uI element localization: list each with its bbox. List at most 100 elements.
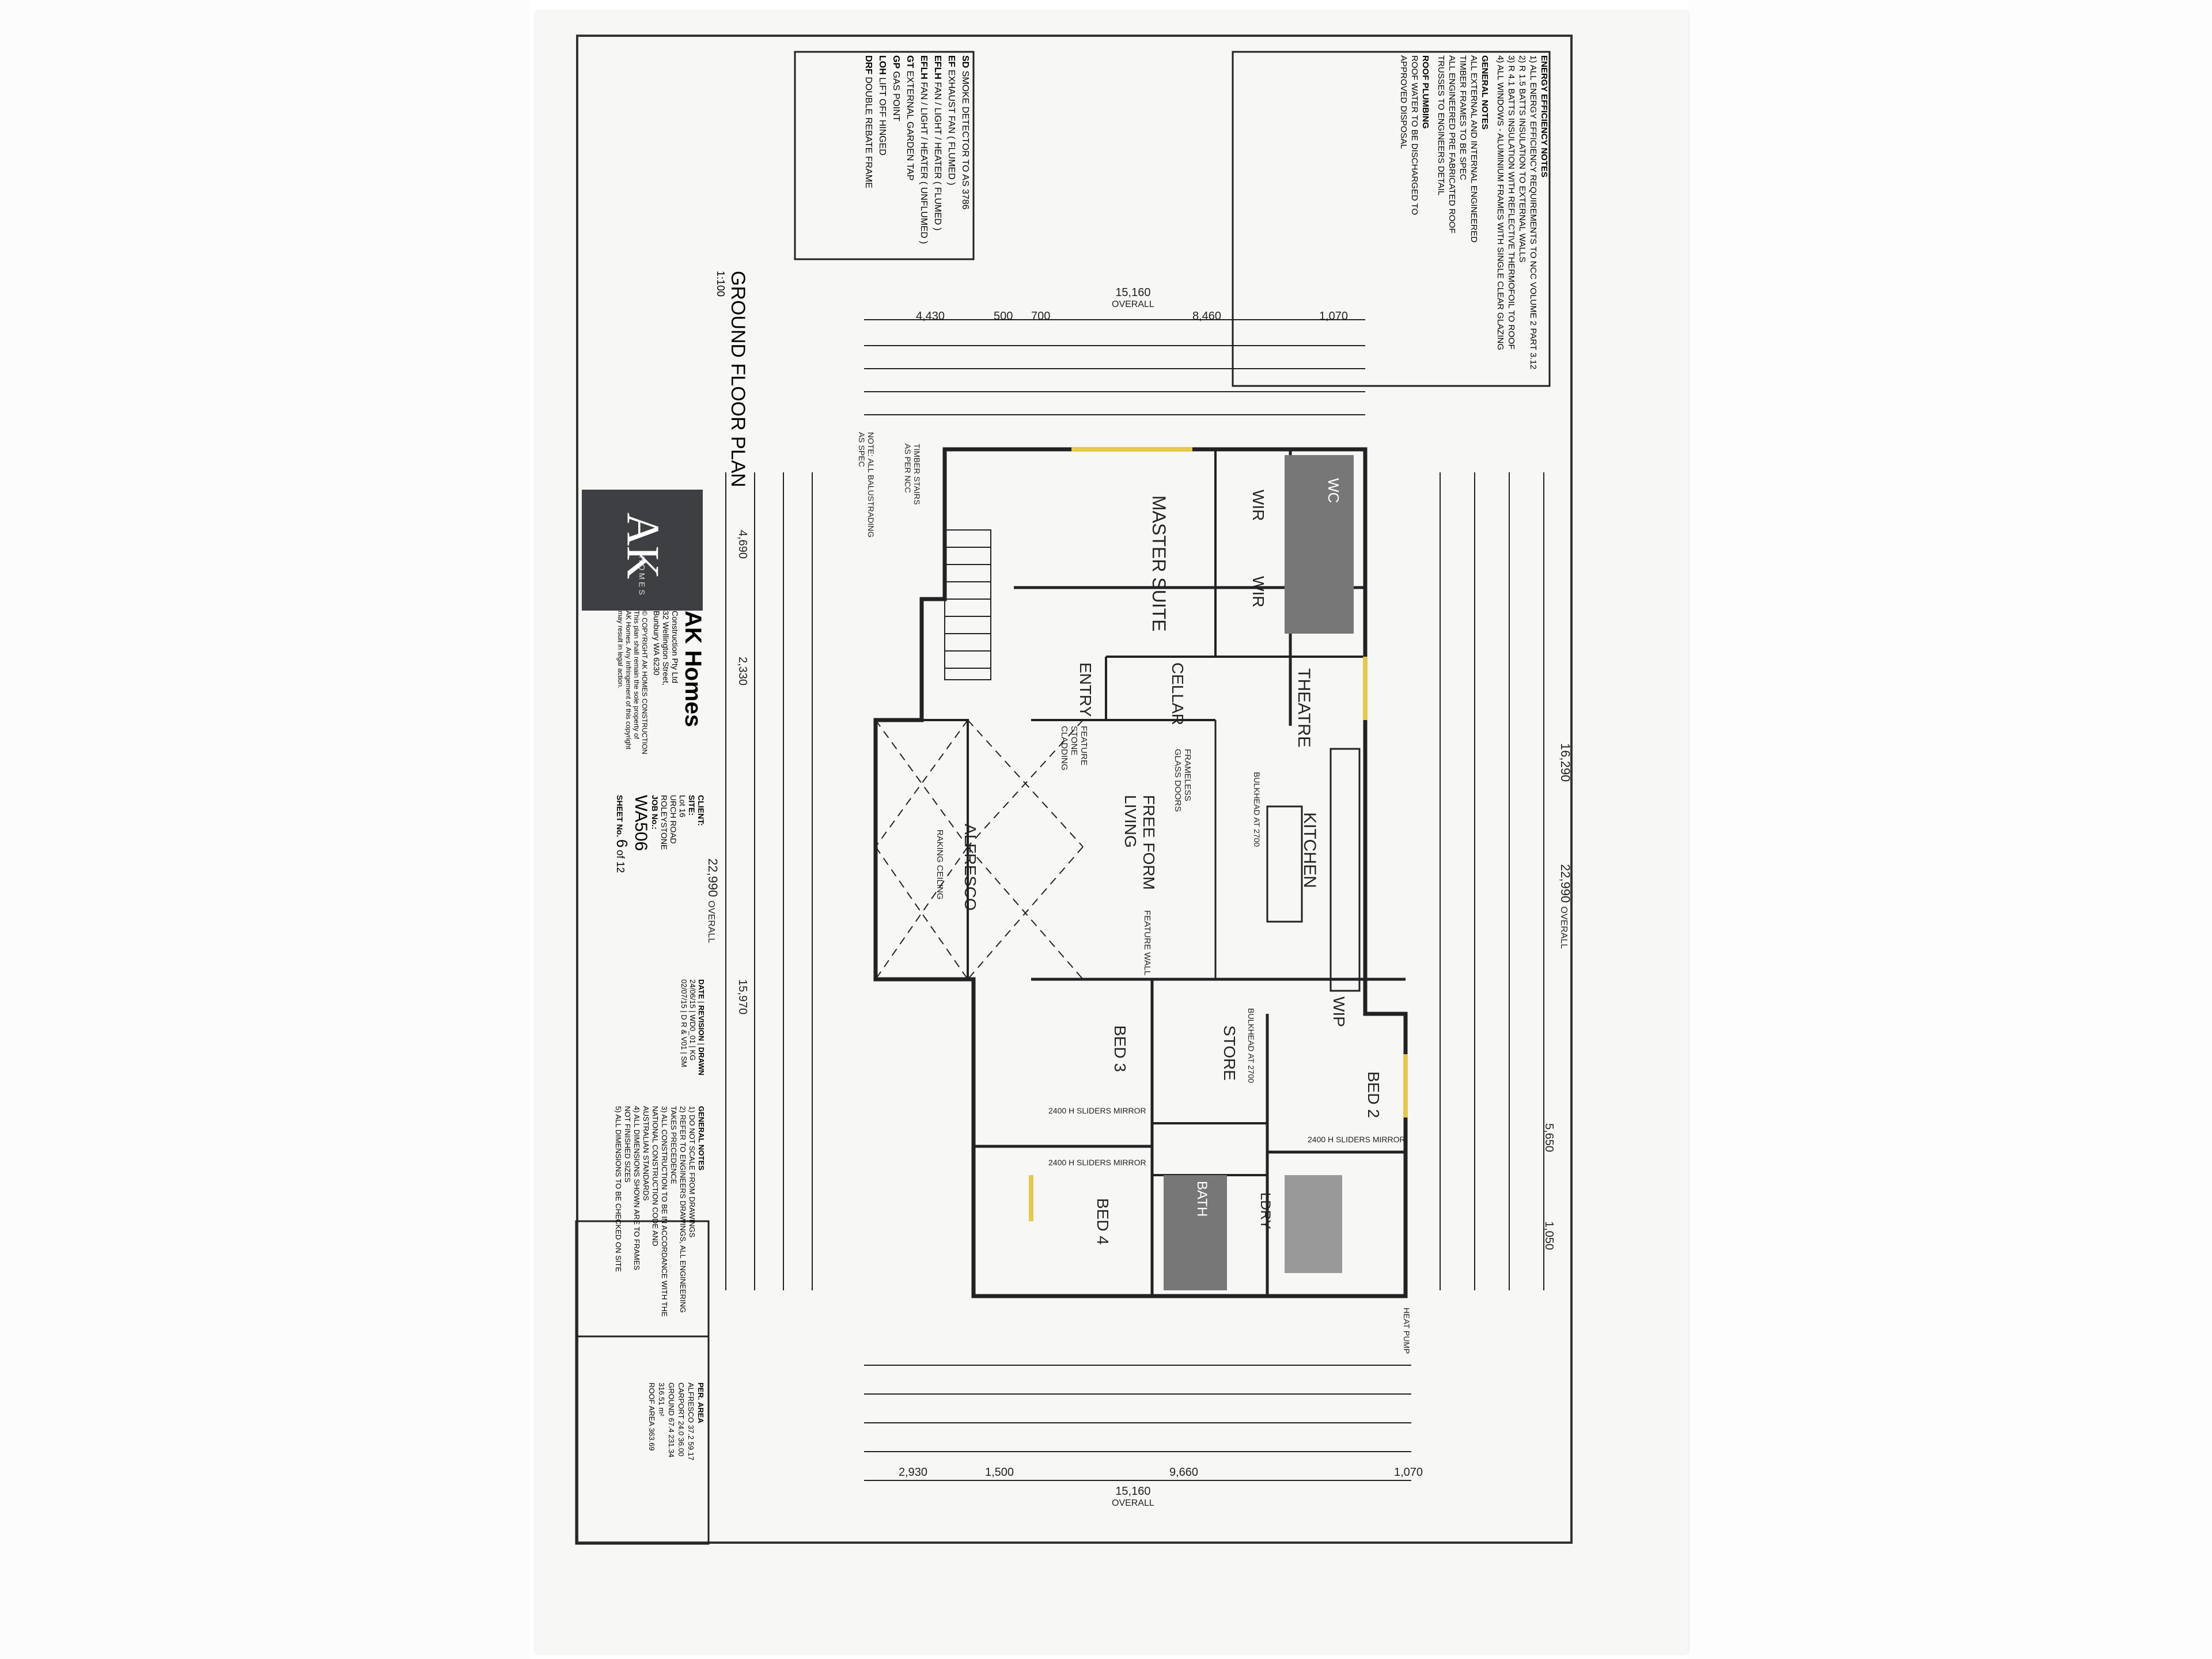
raking-ceiling-lines — [875, 719, 1084, 980]
dim-bottom-seg: 2,930 — [899, 1466, 928, 1479]
room-label-entry: ENTRY — [1077, 662, 1094, 717]
legend-item: EFLH FAN / LIGHT / HEATER ( UNFLUMED ) — [919, 55, 929, 244]
copyright-line: This plan shall remain the sole property… — [632, 611, 641, 739]
general-notes-heading: GENERAL NOTES — [697, 1106, 706, 1171]
spec-heading: ENERGY EFFICIENCY NOTES — [1539, 55, 1549, 177]
room-label-bath: BATH — [1194, 1181, 1210, 1217]
right-dimension-lines — [1440, 472, 1544, 1290]
general-note-line: 3) ALL CONSTRUCTION TO BE IN ACCORDANCE … — [660, 1106, 669, 1317]
dim-left-seg: 4,690 — [736, 530, 749, 559]
note-frameless-glass: FRAMELESS GLASS DOORS — [1173, 749, 1192, 812]
spec-line: ROOF WATER TO BE DISCHARGED TO — [1410, 55, 1419, 215]
note-sliders-bed3: 2400 H SLIDERS MIRROR — [1048, 1106, 1146, 1115]
room-label-alfresco: ALFRESCO — [961, 824, 979, 911]
room-label-bed-3: BED 3 — [1111, 1025, 1129, 1072]
spec-general-heading: GENERAL NOTES — [1480, 55, 1490, 130]
note-sliders-bed2: 2400 H SLIDERS MIRROR — [1308, 1135, 1406, 1144]
general-note-line: 5) ALL DIMENSIONS TO BE CHECKED ON SITE — [614, 1106, 623, 1272]
sheet-of: of 12 — [615, 850, 626, 873]
top-dimension-lines — [864, 319, 1365, 415]
note-sliders-bed4: 2400 H SLIDERS MIRROR — [1048, 1158, 1146, 1167]
general-note-line: 4) ALL DIMENSIONS SHOWN ARE TO FRAMES — [632, 1106, 641, 1271]
spec-line: 2) R 1.5 BATTS INSULATION TO EXTERNAL WA… — [1517, 55, 1527, 263]
dim-left-seg: 15,970 — [736, 979, 749, 1015]
spec-line: 1) ALL ENERGY EFFICIENCY REQUIREMENTS TO… — [1528, 55, 1538, 370]
sheet-number: 6 — [613, 839, 631, 848]
note-feature-stone: FEATURE STONE CLADDING — [1059, 726, 1089, 771]
general-note-line: 1) DO NOT SCALE FROM DRAWINGS — [688, 1106, 696, 1238]
bottom-dimension-lines — [864, 1365, 1411, 1481]
note-heat-pump: HEAT PUMP — [1402, 1308, 1411, 1354]
legend-item: EF EXHAUST FAN ( FLUMED ) — [946, 55, 956, 185]
room-label-wir: WIR — [1249, 576, 1267, 608]
area-row: CARPORT 24.0 36.00 — [677, 1382, 685, 1457]
note-balustrading: NOTE: ALL BALUSTRADING AS SPEC — [857, 432, 876, 538]
ensuite-fill — [1285, 455, 1354, 634]
spec-roof-heading: ROOF PLUMBING — [1421, 55, 1430, 129]
legend-item: DRF DOUBLE REBATE FRAME — [863, 55, 873, 188]
company-info: AK Homes Construction Pty Ltd 32 Welling… — [579, 611, 706, 818]
spec-line: ALL EXTERNAL AND INTERNAL ENGINEERED — [1469, 55, 1479, 243]
general-note-line: AUSTRALIAN STANDARDS — [642, 1106, 650, 1201]
note-feature-wall: FEATURE WALL — [1142, 910, 1152, 976]
dim-top-seg: 500 — [994, 310, 1013, 323]
area-row: 316.51 m² — [657, 1382, 666, 1416]
dim-top-overall: 15,160 OVERALL — [1112, 286, 1154, 309]
stairs — [944, 529, 991, 680]
site-label: SITE: — [687, 795, 696, 816]
room-label-wip: WIP — [1330, 997, 1348, 1027]
dim-left-seg: 2,330 — [736, 657, 749, 686]
company-name: AK Homes — [680, 611, 706, 728]
background-right — [1688, 0, 2212, 1659]
drawing-title: GROUND FLOOR PLAN 1:100 — [715, 271, 749, 487]
dim-right-overall-2: 22,990 OVERALL — [1558, 864, 1573, 949]
dim-bottom-seg: 9,660 — [1169, 1466, 1199, 1479]
legend-item: LOH LIFT OFF HINGED — [877, 55, 887, 156]
copyright-line: may result in legal action. — [616, 611, 624, 689]
room-label-store: STORE — [1221, 1025, 1238, 1081]
drawing-sheet — [536, 12, 1688, 1653]
legend-table: SD SMOKE DETECTOR TO AS 3786 EF EXHAUST … — [801, 55, 974, 257]
general-note-line: NOT FINISHED SIZES — [623, 1106, 632, 1183]
note-bulkhead: BULKHEAD AT 2700 — [1247, 1008, 1256, 1084]
drawing-scale: 1:100 — [715, 271, 726, 297]
spec-line: APPROVED DISPOSAL — [1399, 55, 1408, 149]
room-label-cellar: CELLAR — [1169, 662, 1187, 725]
room-label-ldry: LDRY — [1257, 1192, 1273, 1229]
dim-top-seg: 700 — [1031, 310, 1051, 323]
revision-row: 24/06/15 | WD0_01 | KG — [688, 979, 697, 1061]
dim-left-overall: 22,990 OVERALL — [706, 858, 720, 944]
room-label-free-form-living: FREE FORM LIVING — [1122, 795, 1158, 890]
specifications-box — [1232, 51, 1551, 387]
dim-bottom-seg: 1,500 — [985, 1466, 1014, 1479]
bath-fill — [1164, 1175, 1227, 1290]
alfresco-outline — [874, 719, 969, 980]
kitchen-bench — [1330, 748, 1361, 992]
legend-box — [794, 51, 975, 260]
room-label-master-suite: MASTER SUITE — [1149, 495, 1169, 632]
area-schedule: PER. AREA ALFRESCO 37.2 59.17 CARPORT 24… — [579, 1382, 706, 1538]
revision-row: 02/07/15 | D R & V01 | SM — [680, 979, 688, 1067]
dim-right-seg: 1,050 — [1543, 1221, 1555, 1251]
general-notes: GENERAL NOTES 1) DO NOT SCALE FROM DRAWI… — [579, 1106, 706, 1382]
spec-line: 3) R 4.1 BATTS INSULATION WITH REFLECTIV… — [1506, 55, 1516, 350]
logo-subtitle: HOMES — [638, 555, 647, 597]
general-note-line: TAKES PRECEDENCE — [669, 1106, 678, 1184]
left-dimension-lines — [725, 472, 813, 1290]
room-label-kitchen: KITCHEN — [1300, 812, 1319, 888]
legend-item: EFLH FAN / LIGHT / HEATER ( FLUMED ) — [933, 55, 942, 231]
room-label-bed-2: BED 2 — [1365, 1071, 1382, 1118]
legend-item: GT EXTERNAL GARDEN TAP — [905, 55, 915, 181]
room-label-wir: WIR — [1249, 490, 1267, 521]
spec-line: TIMBER FRAMES TO BE SPEC — [1458, 55, 1468, 180]
dim-right-seg: 5,650 — [1543, 1123, 1555, 1153]
spec-line: TRUSSES TO ENGINEERS DETAIL — [1436, 55, 1446, 196]
company-detail: Bunbury WA 6230 — [652, 611, 661, 676]
window-highlights — [1029, 447, 1408, 1221]
company-detail: Construction Pty Ltd — [671, 611, 680, 684]
company-detail: 32 Wellington Street, — [661, 611, 671, 685]
room-label-theatre: THEATRE — [1294, 668, 1313, 748]
sheet-border — [576, 35, 1573, 1544]
copyright-line: © COPYRIGHT AK HOMES CONSTRUCTION — [641, 611, 649, 755]
dim-top-seg: 1,070 — [1319, 310, 1349, 323]
